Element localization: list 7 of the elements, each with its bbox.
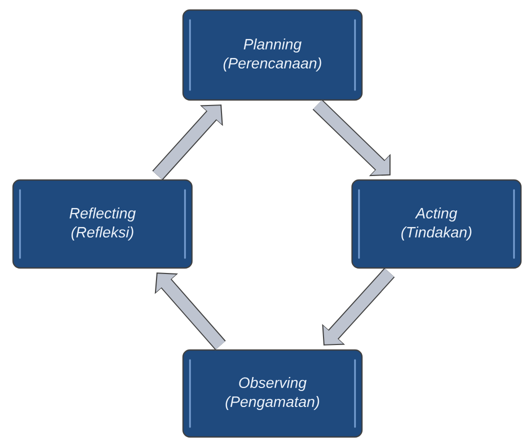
block-arrow [152,104,223,180]
block-arrow [322,268,395,346]
process-box: Acting (Tindakan) [351,179,522,269]
block-arrow [154,272,226,350]
process-box: Planning (Perencanaan) [182,9,363,101]
process-box: Observing (Pengamatan) [182,349,363,438]
process-box: Reflecting (Refleksi) [12,179,193,269]
